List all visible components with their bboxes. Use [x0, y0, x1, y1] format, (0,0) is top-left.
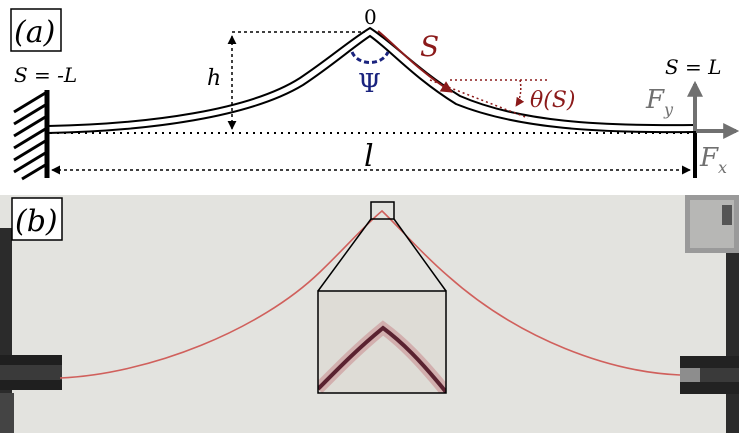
panel-b-photo: (b) [0, 195, 739, 433]
theta-arc [515, 79, 525, 107]
psi-label: Ψ [358, 69, 381, 99]
zoom-line-left [317, 218, 372, 292]
h-label: h [207, 66, 221, 91]
fy-label: Fy [645, 85, 674, 119]
fx-label: Fx [699, 143, 727, 177]
panel-b-label: (b) [15, 204, 58, 239]
s-label: S [420, 30, 439, 63]
zoom-source-box [370, 201, 395, 220]
right-end-label: S = L [665, 55, 721, 79]
origin-label: 0 [364, 5, 377, 29]
right-clamp-hardware [680, 195, 739, 433]
panel-b-label-box [11, 197, 63, 241]
left-end-label: S = -L [14, 63, 77, 87]
panel-a-label-box [10, 8, 62, 52]
panel-a-label: (a) [14, 15, 55, 50]
psi-arc [350, 51, 390, 64]
left-wall [13, 90, 50, 181]
l-label: l [364, 139, 374, 174]
left-clamp-hardware [0, 228, 62, 433]
arc-s-line [377, 30, 454, 93]
zoom-line-right [393, 218, 447, 292]
photo-rod [59, 209, 681, 379]
theta-label: θ(S) [530, 88, 575, 113]
zoom-inset [317, 290, 447, 394]
panel-a: (a) h l [10, 5, 739, 181]
rod-shape [47, 26, 695, 134]
